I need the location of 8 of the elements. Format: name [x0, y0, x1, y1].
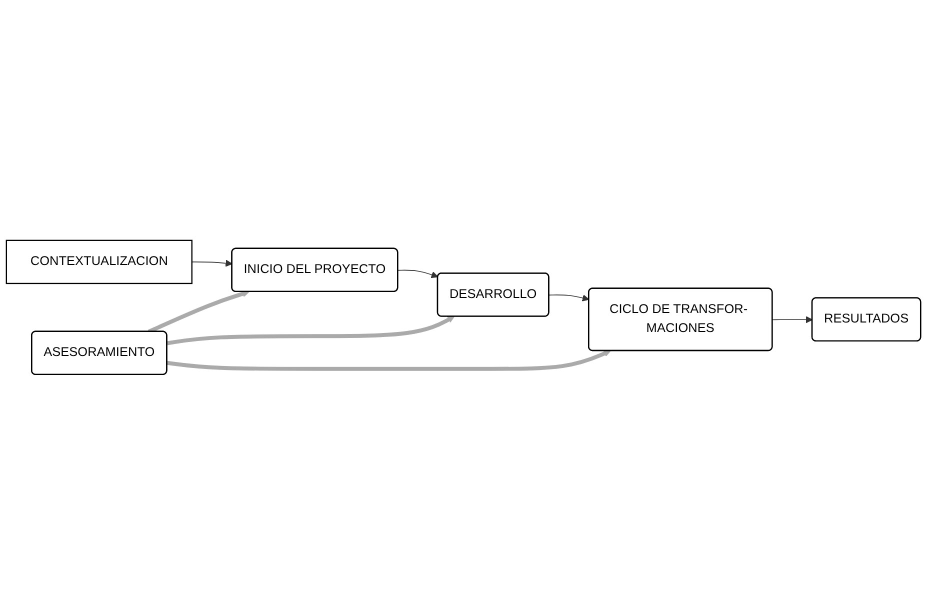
arrow — [548, 294, 590, 301]
arrow — [398, 269, 438, 278]
arrow — [166, 350, 611, 370]
arrow — [166, 316, 455, 345]
arrow — [772, 316, 813, 323]
node-box: CONTEXTUALIZACION — [6, 239, 192, 284]
arrow — [191, 259, 232, 266]
arrow — [148, 290, 250, 334]
